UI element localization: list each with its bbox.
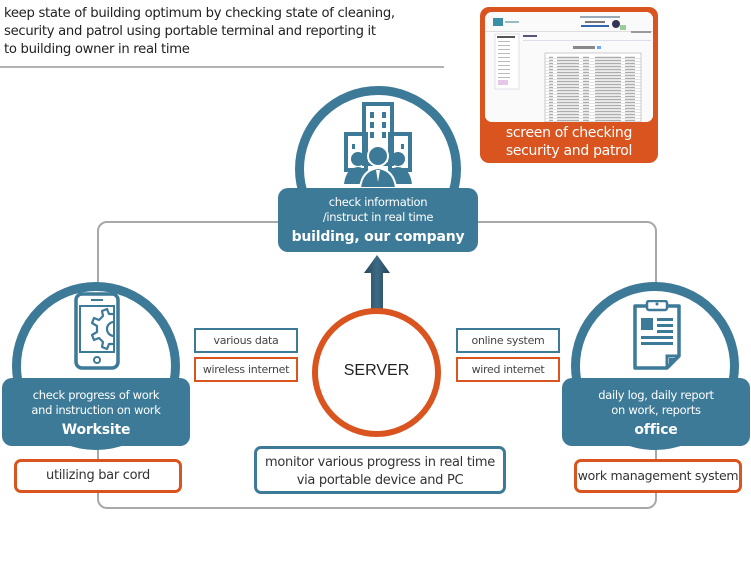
thumbnail-label-line-2: security and patrol	[505, 143, 633, 159]
intro-line-3: to building owner in real time	[4, 42, 190, 57]
screen-thumbnail-label: screen of checking security and patrol	[480, 124, 658, 160]
worksite-node-card: check progress of work and instruction o…	[2, 378, 190, 446]
screen-thumbnail-card: screen of checking security and patrol	[480, 7, 658, 163]
clipboard-report-icon	[631, 299, 683, 370]
thumbnail-label-line-1: screen of checking	[505, 125, 633, 141]
screen-thumbnail-image	[485, 12, 653, 122]
office-note: work management system	[574, 459, 742, 493]
worksite-sub-line-1: check progress of work	[32, 388, 160, 402]
tag-various-data-record: various data record	[194, 328, 298, 368]
intro-text: keep state of building optimum by checki…	[4, 5, 444, 59]
office-sub-line-1: daily log, daily report	[598, 388, 714, 402]
tag-wired-internet: wired internet	[456, 357, 560, 382]
monitor-note-line-2: via portable device and PC	[296, 473, 464, 488]
worksite-note: utilizing bar cord	[14, 459, 182, 493]
double-arrow-vertical-icon	[364, 255, 390, 330]
building-sub-line-1: check information	[328, 195, 428, 209]
office-node-card: daily log, daily report on work, reports…	[562, 378, 750, 446]
intro-line-2: security and patrol using portable termi…	[4, 24, 376, 39]
building-people-icon	[338, 100, 418, 189]
office-title: office	[634, 422, 678, 438]
tag-wireless-internet: wireless internet	[194, 357, 298, 382]
building-title: building, our company	[291, 229, 465, 245]
monitor-note: monitor various progress in real time vi…	[254, 446, 506, 494]
worksite-title: Worksite	[61, 422, 131, 438]
monitor-note-line-1: monitor various progress in real time	[265, 455, 495, 470]
server-node: SERVER	[312, 308, 441, 437]
intro-line-1: keep state of building optimum by checki…	[4, 6, 395, 21]
server-label: SERVER	[343, 362, 410, 379]
smartphone-gear-icon	[73, 292, 121, 370]
building-node-card: check information /instruct in real time…	[278, 188, 478, 252]
worksite-sub-line-2: and instruction on work	[31, 403, 161, 417]
building-sub-line-2: /instruct in real time	[322, 210, 434, 224]
divider	[0, 66, 444, 68]
tag-online-system: online system	[456, 328, 560, 353]
office-sub-line-2: on work, reports	[611, 403, 701, 417]
